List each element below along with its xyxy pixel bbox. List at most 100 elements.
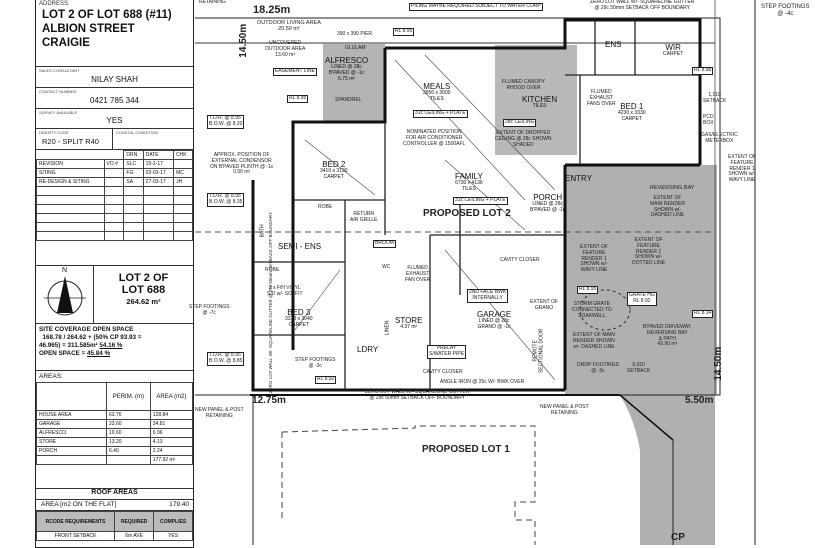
setback1-0: 1,010: [708, 92, 721, 98]
roof-areas-title: ROOF AREAS: [36, 488, 193, 499]
cp-label: CP: [671, 532, 685, 543]
notes-zero-left: ZERO LOT WALL W/- SQUARELINE GUTTER @ 29…: [267, 212, 273, 394]
panel2-0: NEW PANEL & POST: [540, 404, 589, 410]
notes-spandrel: SPANDREL: [335, 97, 362, 103]
bed1-2: CARPET: [621, 115, 642, 122]
meter-1: METERBOX: [705, 137, 734, 144]
outdoor-0: OUTDOOR LIVING AREA: [257, 20, 321, 26]
mainrender-2: SHOWN w/-: [653, 206, 682, 213]
driveway-shade: [565, 165, 717, 395]
tor1-0: T.O.R. @ 8.95: [209, 115, 241, 121]
0-0: HOUSE AREA: [36, 410, 107, 420]
rcode-headers-0: RCODE REQUIREMENTS: [36, 511, 115, 532]
0-3: 02-03-17: [142, 168, 175, 178]
panel-area-header: AREA (m2): [149, 382, 194, 411]
lot-area: 264.62 m²: [126, 297, 161, 307]
coastal-label: COASTAL CONDITION: [116, 130, 158, 135]
0-4: MC: [173, 168, 193, 178]
return-0: RETURN: [353, 211, 375, 217]
render1-2: RENDER 1: [729, 165, 755, 172]
address-line: ALBION STREET: [42, 22, 135, 35]
drop-1: @ -3c: [591, 367, 605, 374]
prelay-1: S/WATER PIPE: [429, 350, 465, 357]
0-0: SITING: [36, 168, 105, 178]
1-1: 23.60: [106, 419, 151, 429]
room-meals: MEALS: [423, 82, 451, 91]
revision-headers-2: DRN: [123, 150, 144, 160]
room-wc: WC: [382, 264, 391, 270]
1-2: SA: [123, 177, 144, 187]
garage-2: GRANO @ -1c: [477, 323, 511, 330]
garage-1: LINED @ 28c: [478, 318, 510, 325]
notes-pier: 390 x 390 PIER: [337, 31, 373, 37]
panel2-1: RETAINING: [550, 409, 578, 416]
revision-first-3: 15-2-17: [142, 159, 175, 169]
zero-top-1: @ 29c 50mm SETBACK OFF BOUNDARY: [594, 4, 690, 11]
grano-0: EXTENT OF: [530, 299, 558, 305]
proposed-lot-2: PROPOSED LOT 2: [423, 208, 511, 219]
panel-coverage-line2: 46.965) = 311.585m²: [39, 341, 98, 349]
bed3-1: 3310 x 3040: [285, 316, 313, 323]
panel-roof-label: AREA [m2 ON THE FLAT]: [41, 501, 117, 508]
storm-2: SOAKWELL: [578, 312, 606, 319]
3-2: 4.13: [149, 437, 194, 447]
room-semi-ens: SEMI - ENS: [278, 242, 322, 251]
2-1: 10.60: [106, 428, 151, 438]
mainrender2-0: EXTENT OF MAIN: [573, 332, 615, 338]
driveway-lower-shade: [620, 395, 715, 545]
tor2-0: T.O.R. @ 8.95: [209, 193, 241, 199]
title-block: ADDRESS: LOT 2 OF LOT 688 (#11) ALBION S…: [35, 0, 194, 548]
room-entry: ENTRY: [565, 174, 592, 183]
render1b-2: RENDER 1: [581, 255, 607, 262]
4-0: PORCH: [36, 446, 107, 456]
tor2-1: B.O.W. @ 8.35: [209, 198, 243, 205]
rl-5: RL 8.95: [577, 286, 599, 294]
site-plan: 18.25m 14.50m 14.50m 12.75m 5.50m ALFRES…: [189, 0, 816, 545]
condenser-0: APPROX. POSITION OF: [213, 152, 270, 158]
condenser-2: ON B'PAVED PLINTH @ -1c: [210, 163, 274, 170]
porch-2: B'PAVED @ -1c: [530, 206, 566, 213]
render2-4: DOTTED LINE: [632, 260, 666, 266]
bwk-0: 2ND FACE BWK: [469, 289, 507, 295]
render2-0: EXTENT OF: [634, 237, 663, 243]
meter-0: GAS/ELECTRIC: [701, 132, 738, 138]
kitchen-shade: [495, 45, 577, 155]
notes-glulam: GLULAM: [345, 45, 366, 51]
panel1-1: RETAINING: [205, 412, 233, 419]
rl-0: RL 8.95: [287, 95, 309, 103]
room-store: STORE: [395, 316, 423, 325]
notes-angle: ANGLE IRON @ 25c W/- BWK OVER: [440, 379, 525, 385]
density-code: R20 - SPLIT R40: [42, 137, 99, 146]
alfresco-shade: [323, 44, 385, 122]
0-1: 63.76: [106, 410, 151, 420]
tor1-1: B.O.W. @ 8.20: [209, 120, 243, 127]
uncovered-2: 13.60 m²: [275, 51, 296, 58]
contact-number: 0421 785 344: [90, 96, 139, 105]
store-1: 4.37 m²: [400, 324, 418, 331]
room-porch: PORCH: [533, 193, 563, 202]
0-0: FRONT SETBACK: [36, 531, 115, 541]
lot-title: LOT 2 OF: [118, 272, 169, 284]
survey-value: YES: [106, 116, 123, 125]
flumed2-2: FAN OVER: [405, 276, 431, 283]
grate-1: RL 8.92: [633, 297, 651, 304]
2-2: 6.96: [149, 428, 194, 438]
driveway-2: & PATH: [658, 335, 677, 342]
canopy-0: FLUMED CANOPY: [502, 79, 546, 85]
0-2: FG: [123, 168, 144, 178]
rl-3: RL 8.98: [692, 67, 714, 75]
rl-2: RL 8.92: [315, 376, 337, 384]
contact-label: CONTACT NUMBER: [39, 89, 77, 94]
condenser-1: EXTERNAL CONDENSOR: [211, 157, 272, 164]
room-family: FAMILY: [455, 172, 483, 181]
alfresco-2: B'PAVED @ -1c: [328, 69, 365, 76]
room-ens: ENS: [605, 40, 622, 49]
setback1-1: SETBACK: [703, 97, 727, 104]
step3-1: @ -4c: [777, 10, 794, 17]
pcd-0: PCD: [703, 114, 714, 120]
panel1-0: NEW PANEL & POST: [195, 407, 244, 413]
rl-1: RL 8.95: [393, 28, 415, 36]
